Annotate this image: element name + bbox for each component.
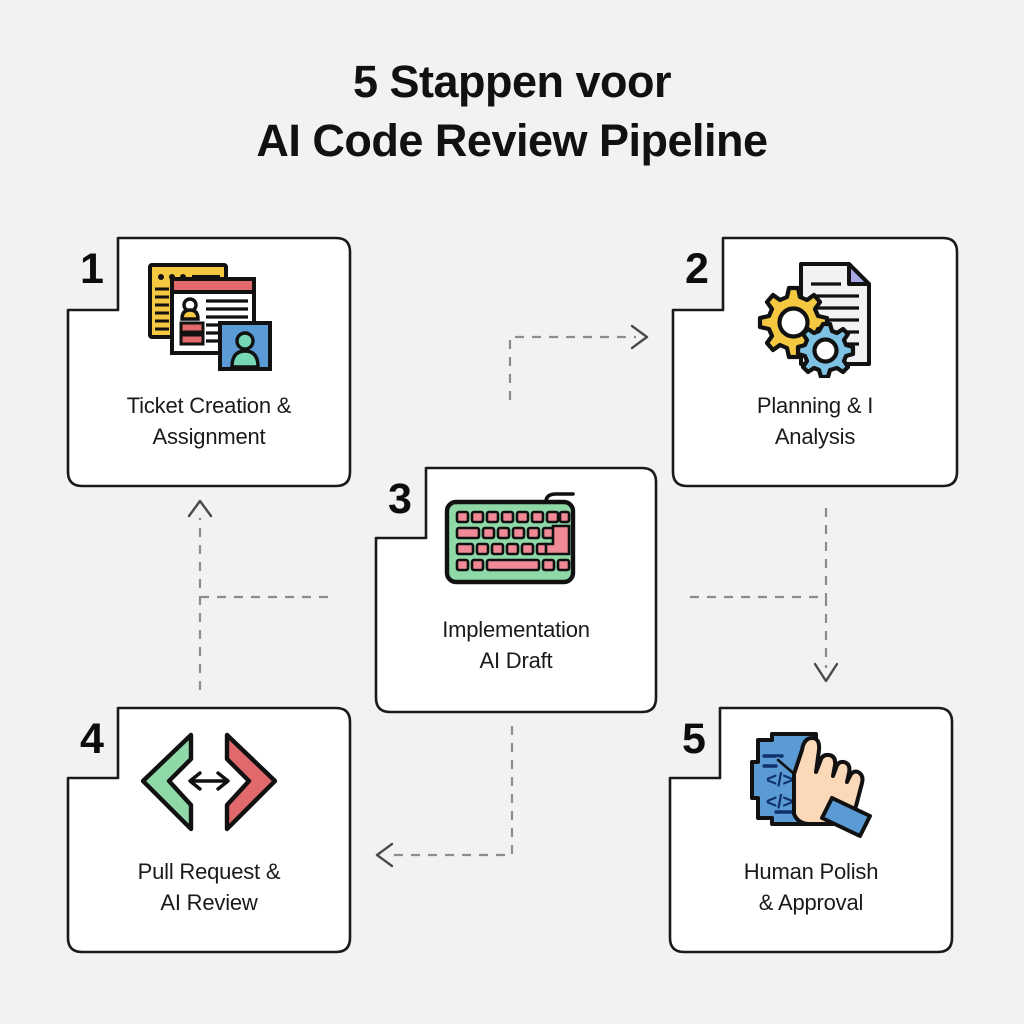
step-number-4: 4 <box>80 715 104 763</box>
connector-step2-to-step3 <box>690 508 839 683</box>
connector-step3-to-step4 <box>375 726 514 868</box>
step-label-2-line2: Analysis <box>774 424 856 450</box>
gears-document-icon <box>671 258 959 378</box>
step-card-5[interactable]: 5 </> </> <box>668 706 954 956</box>
step-card-5-shape <box>668 706 954 954</box>
svg-text:</>: </> <box>766 770 793 791</box>
step-number-5: 5 <box>682 715 706 763</box>
step-label-4-line1: Pull Request & <box>137 859 281 884</box>
step-card-4-shape <box>66 706 352 954</box>
hand-code-icon: </> </> <box>668 726 954 841</box>
step-label-1-line2: Assignment <box>152 424 266 450</box>
step-label-5: Human Polish & Approval <box>668 856 954 918</box>
step-card-4[interactable]: 4 Pull Request & AI Review <box>66 706 352 956</box>
step-label-1: Ticket Creation & Assignment <box>66 390 352 452</box>
step-label-5-line2: & Approval <box>758 890 864 916</box>
step-card-3[interactable]: 3 <box>374 466 658 716</box>
connector-step4-to-step1 <box>187 499 335 690</box>
step-number-3: 3 <box>388 475 412 523</box>
step-label-5-line1: Human Polish <box>743 859 879 884</box>
merge-arrows-icon <box>66 728 352 838</box>
step-label-4-line2: AI Review <box>160 890 258 916</box>
step-label-1-line1: Ticket Creation & <box>126 393 292 418</box>
step-number-2: 2 <box>685 245 709 293</box>
ticket-cards-icon <box>66 258 352 378</box>
step-label-2: Planning & I Analysis <box>671 390 959 452</box>
title-line-1: 5 Stappen voor <box>352 56 672 107</box>
svg-text:</>: </> <box>766 792 793 813</box>
page-title: 5 Stappen voor AI Code Review Pipeline <box>0 56 1024 166</box>
step-label-2-line1: Planning & I <box>756 393 874 418</box>
step-card-1-shape <box>66 236 352 488</box>
connector-step1-to-step2 <box>508 324 649 400</box>
step-label-3: Implementation AI Draft <box>374 614 658 676</box>
keyboard-icon <box>374 486 658 596</box>
step-label-3-line2: AI Draft <box>479 648 553 674</box>
step-number-1: 1 <box>80 245 104 293</box>
step-label-4: Pull Request & AI Review <box>66 856 352 918</box>
step-card-2[interactable]: 2 <box>671 236 959 490</box>
title-line-2: AI Code Review Pipeline <box>256 114 768 166</box>
step-card-1[interactable]: 1 <box>66 236 352 490</box>
step-label-3-line1: Implementation <box>442 617 590 642</box>
